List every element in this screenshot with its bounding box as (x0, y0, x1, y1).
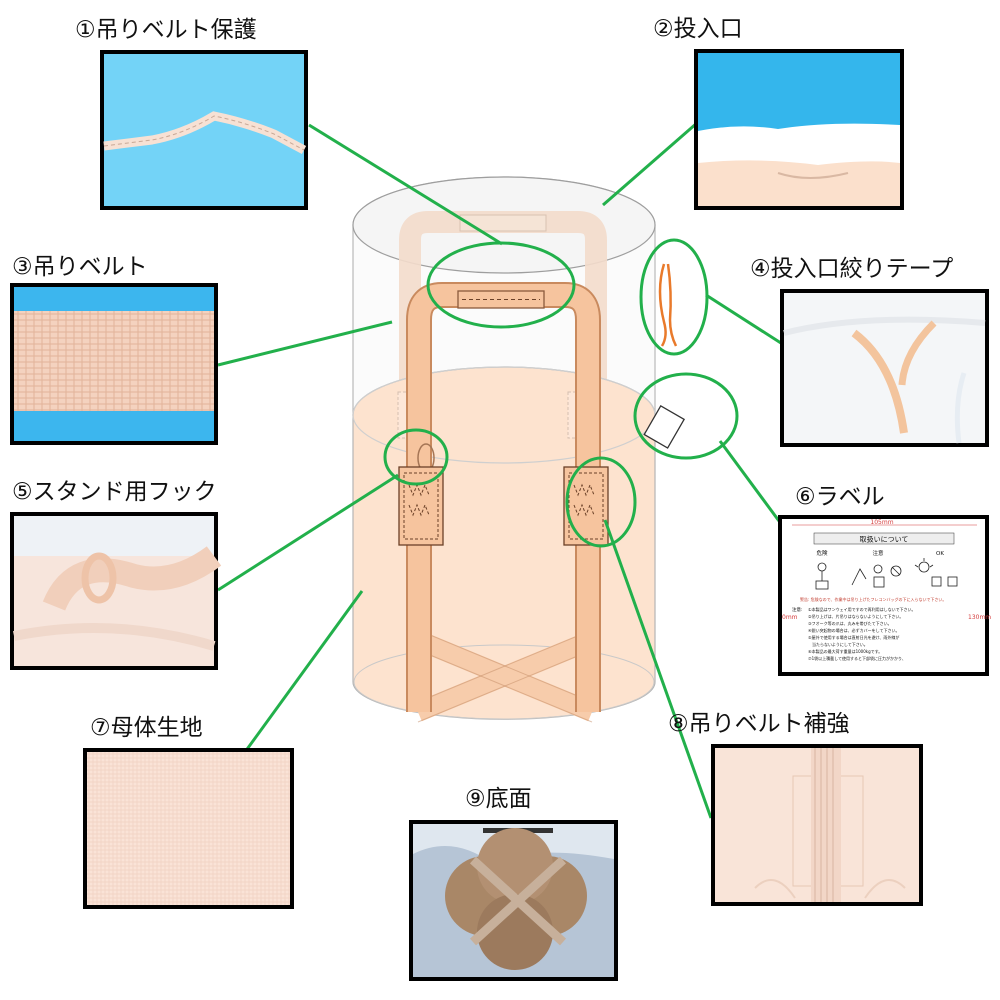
photo-stand-hook (10, 512, 222, 670)
callout-circle-reinforcement (565, 456, 637, 548)
label-col-ok: OK (936, 551, 944, 557)
label-col-caution: 注意 (872, 549, 884, 557)
label-label: ⑥ラベル (795, 484, 885, 510)
label-title: 取扱いについて (860, 535, 909, 544)
label-inlet-tie-tape: ④投入口絞りテープ (750, 256, 954, 282)
label-note-8: ⑦1袋以上積載して使用すると下部袋に圧力がかかり、 (808, 655, 906, 661)
leader-line-3 (217, 320, 393, 367)
label-tag (643, 405, 686, 449)
photo-belt-protection (100, 50, 308, 210)
belt-reinforcement-left (398, 466, 444, 546)
photo-inlet-tie-tape (780, 289, 989, 447)
label-side-text: 0mm (782, 614, 798, 621)
label-lifting-belt: ③吊りベルト (12, 254, 148, 280)
label-inlet: ②投入口 (653, 16, 743, 42)
label-note-6: 当たらないようにして下さい。 (808, 641, 868, 647)
photo-belt-reinforcement (711, 744, 923, 906)
label-note-3: ③フオーク等の爪は、丸みを帯びたて下さい。 (808, 620, 892, 626)
label-width-text: 105mm (870, 519, 893, 526)
label-note-1: ①本製品はワンウェイ用ですので再利用はしないで下さい。 (808, 606, 915, 612)
leader-line-2 (602, 121, 698, 207)
label-note-4: ④鋭い突起物の場合は、必ずカバーをして下さい。 (808, 627, 899, 633)
label-note-5: ⑤屋外で使用する場合は直射日光を避け、雨外線が (808, 634, 899, 640)
leader-line-8 (603, 519, 713, 819)
callout-circle-stand-hook (383, 428, 449, 486)
label-stand-hook: ⑤スタンド用フック (12, 479, 217, 505)
label-note-7: ⑥本製品の最大荷す重量は1000kgです。 (808, 648, 882, 654)
inlet-tie-tape (658, 263, 667, 347)
label-col-danger: 危険 (816, 549, 828, 557)
leader-line-6 (718, 440, 781, 522)
leader-line-4 (705, 293, 785, 347)
leader-line-5 (217, 473, 399, 592)
label-note-2: ②吊り上げは、片吊りはならないようにして下さい。 (808, 613, 903, 619)
photo-inlet (694, 49, 904, 210)
photo-label-card: 105mm 0mm 130mm 取扱いについて 危険 注意 OK 警告: 危険な… (778, 515, 991, 676)
label-height-text: 130mm (968, 614, 991, 621)
label-body-fabric: ⑦母体生地 (90, 715, 203, 741)
bottom-rim (353, 644, 655, 720)
label-belt-reinforcement: ⑧吊りベルト補強 (668, 711, 850, 737)
rear-belt-protector (459, 214, 547, 232)
leader-line-7 (243, 590, 364, 753)
label-bottom: ⑨底面 (465, 786, 532, 812)
label-warning: 警告: 危険なので、作業中は吊り上げたフレコンバッグの下に入らないで下さい。 (800, 596, 946, 602)
label-belt-protection: ①吊りベルト保護 (75, 17, 257, 43)
photo-bottom (409, 820, 618, 981)
photo-lifting-belt (10, 283, 218, 445)
callout-circle-label (633, 372, 739, 460)
label-notes-heading: 注意: (792, 606, 803, 613)
photo-body-fabric (83, 748, 294, 909)
bottom-cross-belt-2 (414, 630, 596, 722)
leader-line-1 (308, 123, 503, 246)
